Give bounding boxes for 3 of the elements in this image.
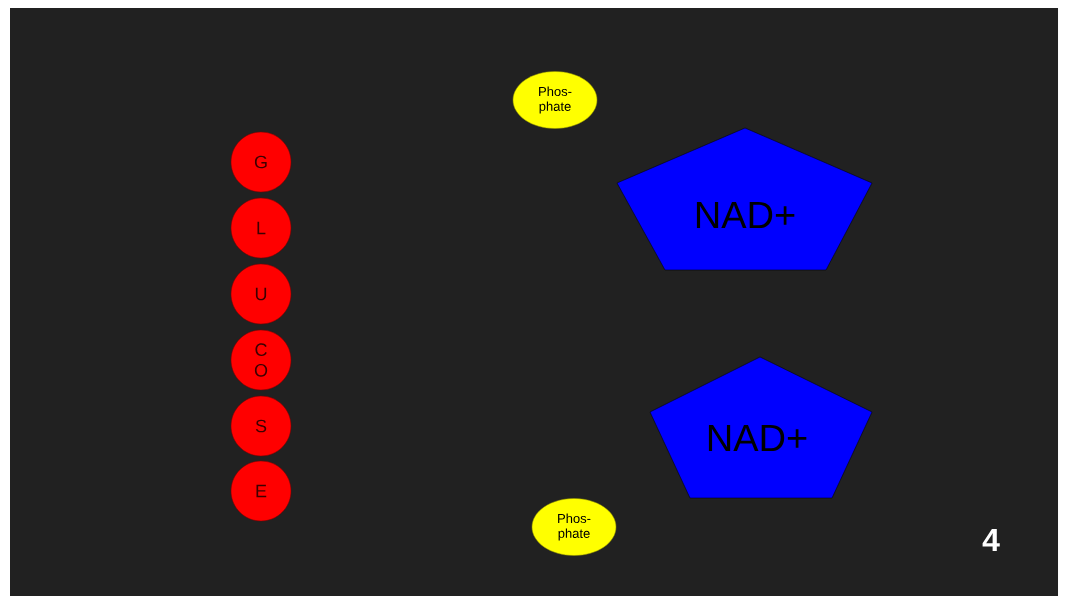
pentagon: NAD+ — [649, 356, 873, 499]
pentagon: NAD+ — [616, 127, 873, 271]
page-number: 4 — [982, 529, 1000, 551]
